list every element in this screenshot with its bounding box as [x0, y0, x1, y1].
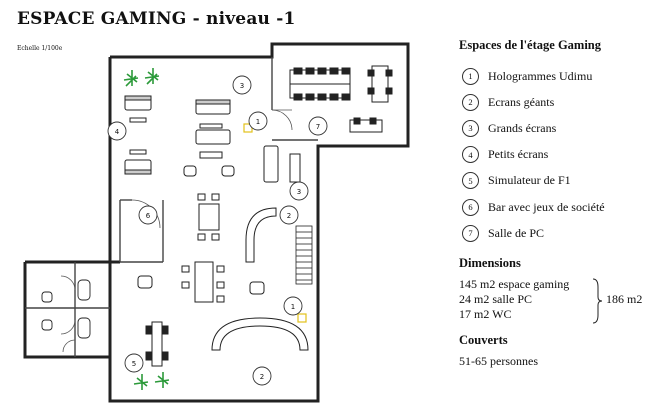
furniture	[124, 95, 301, 303]
dimension-line: 145 m2 espace gaming	[459, 277, 570, 291]
marker-label-7: 7	[316, 123, 320, 131]
wc-fixtures	[41, 279, 91, 339]
marker-label-5: 5	[132, 360, 136, 368]
legend-label: Bar avec jeux de société	[488, 199, 605, 214]
legend-title: Espaces de l'étage Gaming	[459, 38, 602, 52]
legend-item: 7 Salle de PC	[459, 220, 664, 246]
legend-label: Salle de PC	[488, 225, 544, 240]
marker-label-4: 4	[115, 128, 120, 136]
legend-item: 6 Bar avec jeux de société	[459, 194, 664, 220]
couverts-value: 51-65 personnes	[459, 354, 538, 368]
brace-icon	[592, 278, 603, 324]
legend-item: 1 Hologrammes Udimu	[459, 63, 664, 89]
doors	[60, 109, 293, 353]
legend-label: Grands écrans	[488, 120, 557, 135]
legend-item: 2 Ecrans géants	[459, 89, 664, 115]
page-title: ESPACE GAMING - niveau -1	[17, 9, 296, 29]
marker-label-1a: 1	[256, 118, 260, 126]
legend-item: 5 Simulateur de F1	[459, 168, 664, 194]
marker-label-3b: 3	[297, 188, 301, 196]
legend-label: Simulateur de F1	[488, 173, 571, 188]
dimensions-title: Dimensions	[459, 256, 521, 270]
staircase	[295, 225, 313, 285]
legend-number: 7	[462, 224, 479, 242]
pc-room	[289, 65, 393, 133]
zone-markers	[107, 75, 328, 386]
legend-number: 3	[462, 119, 479, 137]
marker-label-2b: 2	[260, 373, 264, 381]
marker-label-1b: 1	[291, 303, 295, 311]
plants	[123, 68, 170, 390]
legend-number: 2	[462, 93, 479, 111]
legend: Espaces de l'étage Gaming 1 Hologrammes …	[459, 38, 664, 246]
dimension-line: 17 m2 WC	[459, 307, 512, 321]
legend-number: 6	[462, 198, 479, 216]
curved-sofas	[211, 207, 309, 351]
legend-label: Hologrammes Udimu	[488, 68, 593, 83]
legend-label: Petits écrans	[488, 147, 549, 162]
scale-label: Echelle 1/100e	[17, 45, 63, 52]
dimension-line: 24 m2 salle PC	[459, 292, 533, 306]
couverts-title: Couverts	[459, 333, 508, 347]
legend-item: 4 Petits écrans	[459, 142, 664, 168]
legend-number: 1	[462, 67, 479, 85]
dimensions-total: 186 m2	[606, 292, 643, 306]
legend-number: 4	[462, 146, 479, 164]
marker-label-2a: 2	[287, 212, 291, 220]
legend-label: Ecrans géants	[488, 94, 555, 109]
dimensions-list: 145 m2 espace gaming 24 m2 salle PC 17 m…	[459, 277, 569, 322]
f1-simulator	[145, 321, 169, 367]
legend-item: 3 Grands écrans	[459, 115, 664, 141]
marker-label-3a: 3	[240, 82, 244, 90]
walls	[23, 42, 410, 403]
marker-label-6: 6	[146, 212, 151, 220]
inner-walls	[25, 57, 318, 357]
legend-number: 5	[462, 172, 479, 190]
